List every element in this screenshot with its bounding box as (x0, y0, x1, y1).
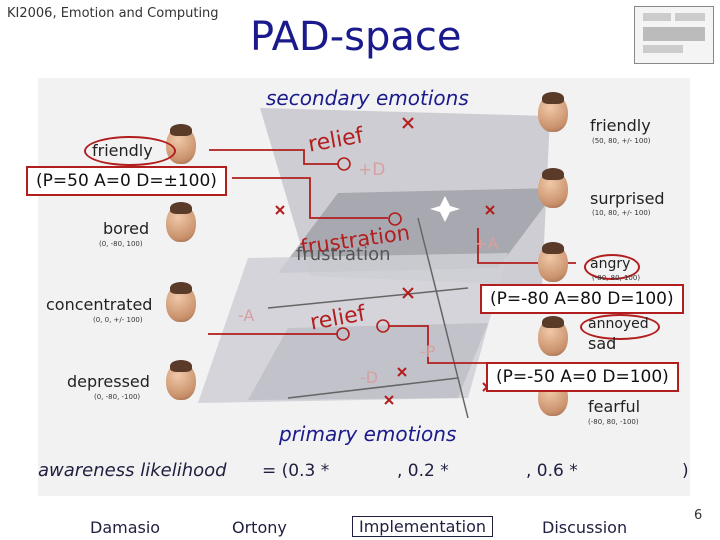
depressed-coords: (0, -80, -100) (94, 393, 141, 401)
formula-part-4: ) (682, 461, 689, 481)
minus-p-label: -P (420, 342, 436, 361)
face-surprised (538, 168, 568, 208)
angry-highlight-oval (584, 254, 640, 280)
face-friendly-right (538, 92, 568, 132)
angry-coords: (-80, 80, 100) (592, 274, 641, 282)
conference-label: KI2006, Emotion and Computing (7, 6, 219, 21)
formula-part-1: = (0.3 * (262, 461, 330, 481)
secondary-emotions-label: secondary emotions (266, 86, 469, 110)
nav-implementation[interactable]: Implementation (352, 516, 494, 537)
left-emotion-depressed: depressed (67, 372, 150, 391)
left-emotion-bored: bored (103, 219, 150, 238)
right-emotion-friendly: friendly (590, 116, 651, 135)
surprised-coords: (10, 80, +/- 100) (592, 209, 651, 217)
right-emotion-surprised: surprised (590, 189, 665, 208)
face-depressed (166, 360, 196, 400)
face-bored (166, 202, 196, 242)
right-emotion-annoyed: annoyed (588, 316, 649, 332)
left-emotion-friendly: friendly (92, 141, 153, 160)
right-emotion-sad: sad (588, 334, 617, 353)
plus-d-label: +D (358, 160, 386, 180)
callout-pad-angry: (P=-80 A=80 D=100) (480, 284, 684, 314)
face-angry (538, 242, 568, 282)
annoyed-highlight-oval (580, 314, 660, 340)
callout-pad-friendly: (P=50 A=0 D=±100) (26, 166, 227, 196)
friendly-highlight-oval (84, 136, 176, 166)
left-emotion-concentrated: concentrated (46, 295, 153, 314)
slide-thumbnail (634, 6, 714, 64)
nav-discussion[interactable]: Discussion (542, 518, 628, 537)
formula-part-3: , 0.6 * (526, 461, 578, 481)
friendly-right-coords: (50, 80, +/- 100) (592, 137, 651, 145)
frustration-label-b: frustration (296, 244, 391, 265)
fearful-coords: (-80, 80, -100) (588, 418, 639, 426)
primary-emotions-label: primary emotions (279, 422, 457, 446)
concentrated-coords: (0, 0, +/- 100) (93, 316, 143, 324)
formula-awareness-likelihood: awareness likelihood (38, 460, 227, 481)
face-annoyed (538, 316, 568, 356)
minus-d-label: -D (360, 368, 379, 387)
face-concentrated (166, 282, 196, 322)
right-emotion-angry: angry (590, 256, 631, 272)
pad-space-planes (198, 108, 576, 419)
plus-a-label: +A (474, 234, 499, 253)
minus-a-label: -A (238, 306, 255, 325)
page-number: 6 (694, 508, 703, 523)
slide-title: PAD-space (250, 14, 462, 60)
callout-pad-annoyed: (P=-50 A=0 D=100) (486, 362, 679, 392)
nav-ortony[interactable]: Ortony (232, 518, 287, 537)
bored-coords: (0, -80, 100) (99, 240, 143, 248)
formula-part-2: , 0.2 * (397, 461, 449, 481)
right-emotion-fearful: fearful (588, 397, 641, 416)
nav-damasio[interactable]: Damasio (90, 518, 161, 537)
